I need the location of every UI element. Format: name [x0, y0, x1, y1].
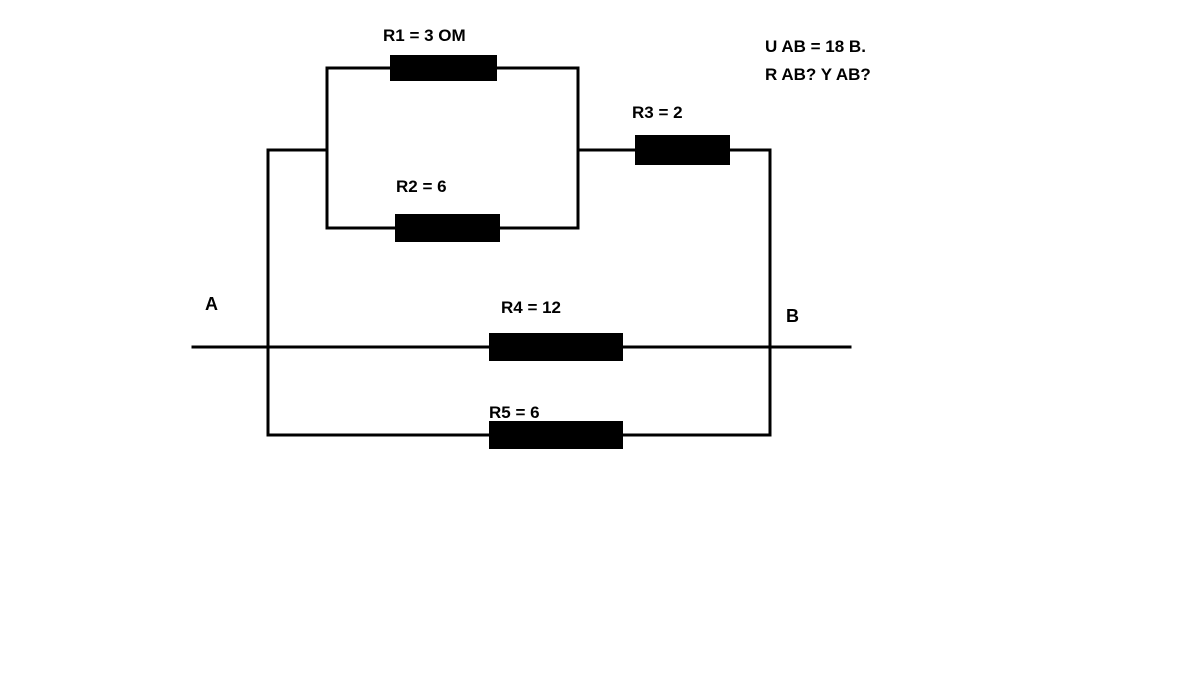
terminal-a-label: A	[205, 294, 218, 314]
label-r3: R3 = 2	[632, 103, 683, 122]
resistor-r3-body	[635, 135, 730, 165]
problem-line-1: U AB = 18 B.	[765, 37, 866, 56]
resistor-r2-body	[395, 214, 500, 242]
resistor-r5-body	[489, 421, 623, 449]
terminal-labels: A B	[205, 294, 799, 326]
terminal-b-label: B	[786, 306, 799, 326]
wires	[191, 66, 852, 437]
label-r5: R5 = 6	[489, 403, 540, 422]
label-r2: R2 = 6	[396, 177, 447, 196]
problem-line-2: R AB? Y AB?	[765, 65, 871, 84]
resistor-bodies	[390, 55, 730, 449]
resistor-labels: R1 = 3 OM R2 = 6 R3 = 2 R4 = 12 R5 = 6	[383, 26, 683, 422]
problem-statement: U AB = 18 B. R AB? Y AB?	[765, 37, 871, 84]
label-r1: R1 = 3 OM	[383, 26, 466, 45]
label-r4: R4 = 12	[501, 298, 561, 317]
resistor-r4-body	[489, 333, 623, 361]
resistor-r1-body	[390, 55, 497, 81]
